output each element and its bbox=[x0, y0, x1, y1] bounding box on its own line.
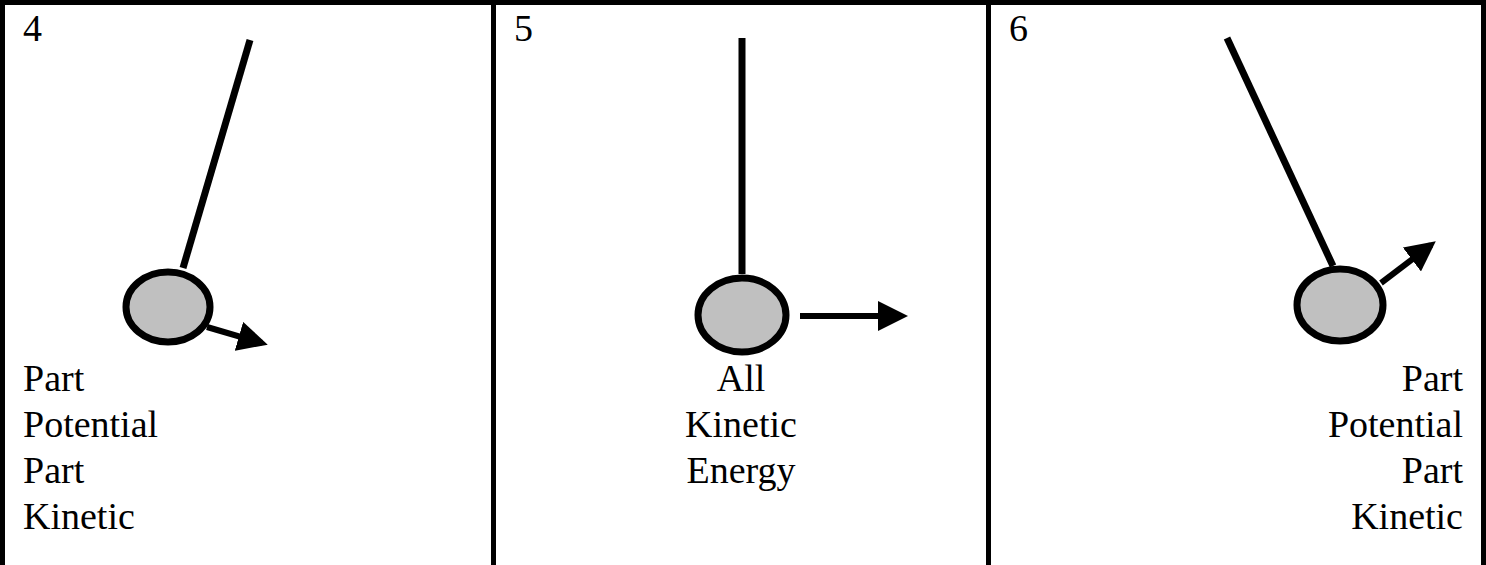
panel-number: 5 bbox=[514, 5, 533, 51]
panel-number: 6 bbox=[1009, 5, 1028, 51]
pendulum-bob bbox=[1297, 269, 1383, 341]
pendulum-string bbox=[183, 40, 250, 268]
pendulum-6 bbox=[1227, 38, 1431, 341]
pendulum-bob bbox=[698, 278, 786, 352]
energy-panel: 4Part Potential Part Kinetic bbox=[0, 0, 496, 565]
pendulum-bob bbox=[126, 272, 210, 342]
pendulum-5 bbox=[698, 38, 902, 352]
panel-number: 4 bbox=[23, 5, 42, 51]
energy-panel: 6Part Potential Part Kinetic bbox=[986, 0, 1486, 565]
pendulum-string bbox=[1227, 38, 1333, 266]
energy-panel: 5All Kinetic Energy bbox=[491, 0, 991, 565]
pendulum-4 bbox=[126, 40, 262, 343]
velocity-arrow bbox=[1381, 245, 1431, 283]
energy-label: Part Potential Part Kinetic bbox=[23, 355, 158, 539]
energy-label: All Kinetic Energy bbox=[685, 355, 797, 493]
pendulum-string bbox=[739, 38, 746, 274]
velocity-arrow bbox=[800, 313, 902, 319]
energy-label: Part Potential Part Kinetic bbox=[1328, 355, 1463, 539]
velocity-arrow bbox=[207, 327, 262, 343]
